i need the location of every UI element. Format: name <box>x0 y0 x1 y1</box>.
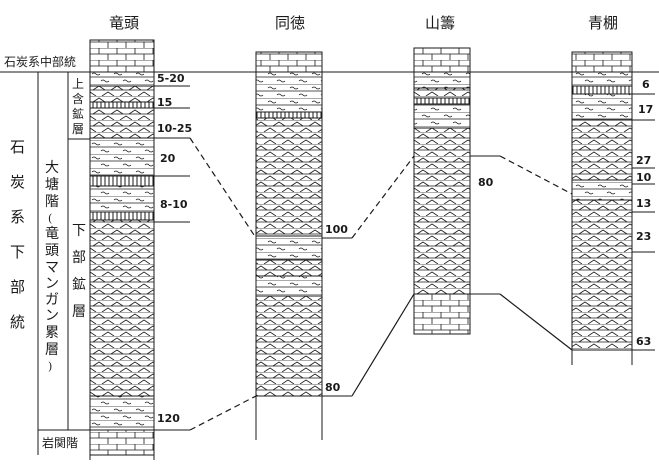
svg-text:10: 10 <box>636 171 652 184</box>
dotoku-thickness-labels: 100 80 <box>325 223 348 394</box>
svg-text:含: 含 <box>72 91 84 106</box>
svg-text:23: 23 <box>636 230 651 243</box>
column-header-aodana: 青棚 <box>588 14 618 32</box>
svg-text:ガ: ガ <box>45 292 59 308</box>
svg-text:炭: 炭 <box>10 173 25 191</box>
svg-text:13: 13 <box>636 197 651 210</box>
aodana-thickness-labels: 6 17 27 10 13 23 63 <box>636 78 653 348</box>
svg-text:層: 層 <box>72 122 84 136</box>
svg-text:(: ( <box>48 212 52 225</box>
svg-text:竜: 竜 <box>45 225 59 242</box>
upper-ore-zone-label: 上 含 鉱 層 <box>72 77 84 136</box>
svg-text:): ) <box>48 360 52 373</box>
column-tatsugashira <box>90 40 154 460</box>
svg-text:120: 120 <box>157 412 180 425</box>
svg-text:80: 80 <box>325 381 341 394</box>
svg-text:部: 部 <box>10 278 25 296</box>
svg-text:上: 上 <box>72 77 84 91</box>
svg-text:20: 20 <box>160 152 176 165</box>
svg-text:ン: ン <box>45 276 59 292</box>
dotoku-thickness-ticks <box>322 238 352 396</box>
svg-text:鉱: 鉱 <box>72 106 84 121</box>
svg-text:階: 階 <box>45 194 59 210</box>
svg-text:マ: マ <box>45 260 59 276</box>
aodana-thickness-ticks <box>632 94 655 350</box>
correlation-line-upper-left <box>190 138 256 238</box>
svg-text:累: 累 <box>45 325 59 341</box>
correlation-line-lower-right <box>500 294 572 350</box>
svg-text:石: 石 <box>10 138 25 156</box>
svg-text:8-10: 8-10 <box>160 198 188 211</box>
svg-text:100: 100 <box>325 223 348 236</box>
svg-text:部: 部 <box>72 250 86 266</box>
svg-text:5-20: 5-20 <box>157 72 185 85</box>
column-dotoku <box>256 52 322 440</box>
tatsugashira-thickness-ticks <box>154 86 190 430</box>
column-header-yamazaki: 山籌 <box>425 14 455 32</box>
svg-text:大: 大 <box>45 160 59 176</box>
svg-text:下: 下 <box>10 243 25 261</box>
column-yamazaki <box>414 48 470 334</box>
tatsugashira-thickness-labels: 5-20 15 10-25 20 8-10 120 <box>157 72 192 425</box>
svg-text:統: 統 <box>10 313 25 331</box>
correlation-line-lower-left <box>190 396 256 430</box>
correlation-line-lower-mid <box>352 294 414 396</box>
correlation-line-upper-mid <box>352 156 414 238</box>
svg-text:6: 6 <box>642 78 650 91</box>
svg-text:頭: 頭 <box>45 243 59 259</box>
column-header-dotoku: 同徳 <box>275 14 305 32</box>
svg-text:10-25: 10-25 <box>157 122 192 135</box>
column-header-tatsugashira: 竜頭 <box>109 14 139 32</box>
correlation-line-upper-right <box>500 156 572 194</box>
svg-text:層: 層 <box>45 342 59 358</box>
correlation-lines <box>190 138 572 430</box>
svg-text:塘: 塘 <box>45 177 59 193</box>
lower-series-label: 石 炭 系 下 部 統 <box>10 138 25 331</box>
lower-ore-zone-label: 下 部 鉱 層 <box>72 223 86 320</box>
svg-text:15: 15 <box>157 96 172 109</box>
yanguan-stage-label: 岩関階 <box>42 435 78 450</box>
svg-text:ン: ン <box>45 308 59 324</box>
datang-stage-label: 大 塘 階 ( 竜 頭 マ ン ガ ン 累 層 ) <box>45 160 59 373</box>
svg-text:鉱: 鉱 <box>72 276 86 293</box>
svg-text:63: 63 <box>636 335 651 348</box>
svg-text:系: 系 <box>10 208 25 226</box>
svg-text:27: 27 <box>636 154 651 167</box>
middle-series-label: 石炭系中部統 <box>4 54 76 69</box>
yamazaki-thickness-label: 80 <box>478 176 494 189</box>
svg-text:下: 下 <box>72 223 86 239</box>
svg-text:層: 層 <box>72 304 86 320</box>
column-aodana <box>572 52 632 365</box>
svg-text:17: 17 <box>638 103 653 116</box>
